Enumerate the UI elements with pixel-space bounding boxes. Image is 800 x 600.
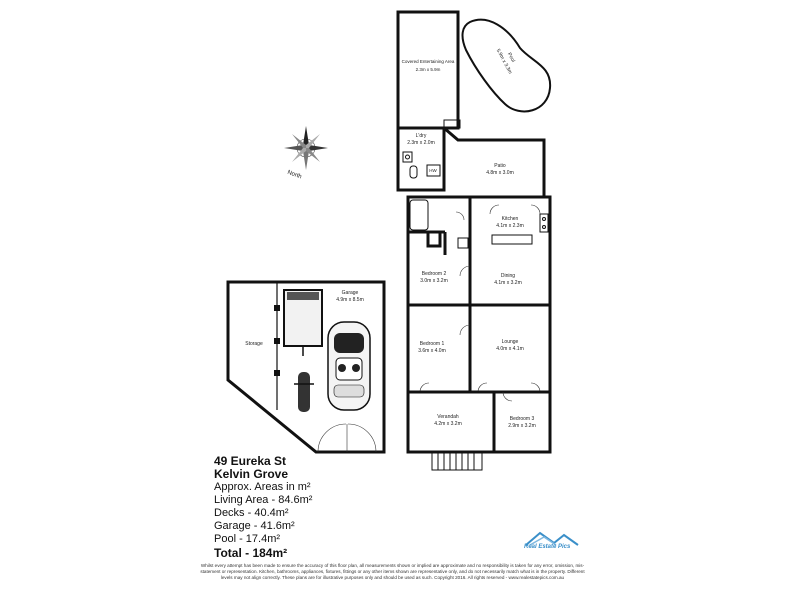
compass-north-label: North <box>286 170 302 181</box>
garage-name: Garage <box>342 290 359 296</box>
covered-entertaining-name: Covered Entertaining Area <box>402 59 455 64</box>
verandah-name: Verandah <box>437 414 459 420</box>
laundry-name: L'dry <box>416 133 427 139</box>
living-area: Living Area - 84.6m² <box>214 494 313 506</box>
trailer <box>283 289 323 356</box>
garage-dims: 4.9m x 8.5m <box>336 297 364 303</box>
bedroom3-door <box>502 391 513 402</box>
company-logo: Real Estate Pics <box>520 527 600 553</box>
logo-text: Real Estate Pics <box>524 544 571 550</box>
pool <box>461 18 552 113</box>
garage-doors <box>317 423 377 453</box>
disclaimer-text: Whilst every attempt has been made to en… <box>200 563 585 580</box>
storage-name: Storage <box>245 341 263 347</box>
covered-entertaining-dims: 2.3m x 5.9m <box>416 67 441 72</box>
front-steps <box>431 451 483 471</box>
bedroom3-dims: 2.9m x 3.2m <box>508 423 536 429</box>
property-info: 49 Eureka St Kelvin Grove Approx. Areas … <box>214 454 394 561</box>
hw-label: HW <box>429 168 437 173</box>
address-street: 49 Eureka St <box>214 454 287 468</box>
main-house-outline <box>406 195 552 394</box>
pool-area: Pool - 17.4m² <box>214 533 281 545</box>
pool-name: Pool <box>506 52 516 64</box>
motorbike <box>294 372 314 412</box>
bedroom3-name: Bedroom 3 <box>510 416 535 422</box>
car <box>327 321 371 411</box>
patio <box>443 119 461 129</box>
garage-outline <box>226 280 386 454</box>
garage-post-3 <box>274 370 280 376</box>
compass-rose: North <box>284 126 328 180</box>
bedroom2-dims: 3.0m x 3.2m <box>420 278 448 284</box>
logo-house-icon <box>525 531 579 546</box>
bedroom2-door <box>459 265 471 277</box>
patio-dims: 4.8m x 3.0m <box>486 170 514 176</box>
lounge-dims: 4.0m x 4.1m <box>496 346 524 352</box>
decks-area: Decks - 40.4m² <box>214 507 289 519</box>
laundry-dims: 2.3m x 2.0m <box>407 140 435 146</box>
verandah-dims: 4.2m x 3.2m <box>434 421 462 427</box>
dining-dims: 4.1m x 3.2m <box>494 280 522 286</box>
areas-note: Approx. Areas in m² <box>214 481 311 493</box>
garage-post-2 <box>274 338 280 344</box>
bedroom1-name: Bedroom 1 <box>420 341 445 347</box>
laundry-room <box>396 126 446 192</box>
dining-name: Dining <box>501 273 515 279</box>
garage-area: Garage - 41.6m² <box>214 520 295 532</box>
bedroom2-name: Bedroom 2 <box>422 271 447 277</box>
kitchen-fixtures <box>489 204 549 245</box>
address-suburb: Kelvin Grove <box>214 467 289 481</box>
bedroom1-dims: 3.6m x 4.0m <box>418 348 446 354</box>
patio-name: Patio <box>494 163 506 169</box>
lounge-name: Lounge <box>502 339 519 345</box>
bedroom1-door <box>459 324 471 336</box>
total-area: Total - 184m² <box>214 546 288 560</box>
bathroom <box>406 197 472 310</box>
bedroom3 <box>492 390 552 454</box>
garage-post-1 <box>274 305 280 311</box>
kitchen-name: Kitchen <box>502 216 519 222</box>
kitchen-dims: 4.1m x 2.3m <box>496 223 524 229</box>
